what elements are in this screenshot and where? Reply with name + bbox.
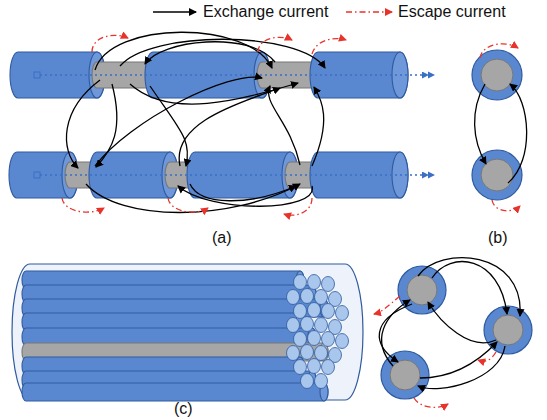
axis-line [40,74,428,75]
legend-sample-exchange [153,11,196,13]
rod-end-face [294,304,307,319]
rod-end-face [322,304,335,319]
axis-arrowhead [428,72,435,79]
rod-end-face [301,374,314,389]
panel-label: (a) [212,229,232,247]
axis-start [34,72,40,78]
panel-label: (c) [174,400,193,418]
axis-arrowhead [428,172,435,179]
rod-end-face [315,346,328,361]
rod-end-face [308,275,321,290]
blue-rod [22,383,328,401]
axis-line [40,174,428,175]
exchange-arrows-a [66,32,325,212]
rod-end-face [322,277,335,292]
panel-label: (b) [488,229,508,247]
legend-text: Exchange current [203,3,328,21]
rod-end-face [315,318,328,333]
rod-end-face [322,332,335,347]
rod-end-face [294,360,307,375]
rod-end-face [287,318,300,333]
insulation-cylinder [310,152,408,198]
cable-bundle [12,264,363,401]
rod-end-face [294,332,307,347]
cable-layer [9,52,435,198]
rod-end-face [308,303,321,318]
rod-end-face [301,289,314,304]
rod-end-face [287,290,300,305]
legend-sample-escape [346,11,392,13]
axis-start [34,172,40,178]
rod-end-face [315,290,328,305]
escape-arrows-a [62,35,346,215]
rod-end-face [322,360,335,375]
rod-end-face [294,275,307,290]
rod-end-face [308,359,321,374]
rod-end-face [287,346,300,361]
rod-end-face [308,331,321,346]
rod-end-face [336,306,349,321]
cross-section-three [374,258,532,408]
rod-end-face [301,345,314,360]
rod-end-face [315,374,328,389]
legend-text: Escape current [398,3,506,21]
rod-end-face [336,334,349,349]
cross-section-b [472,44,527,211]
rod-end-face [301,317,314,332]
insulation-cylinder [310,52,408,98]
